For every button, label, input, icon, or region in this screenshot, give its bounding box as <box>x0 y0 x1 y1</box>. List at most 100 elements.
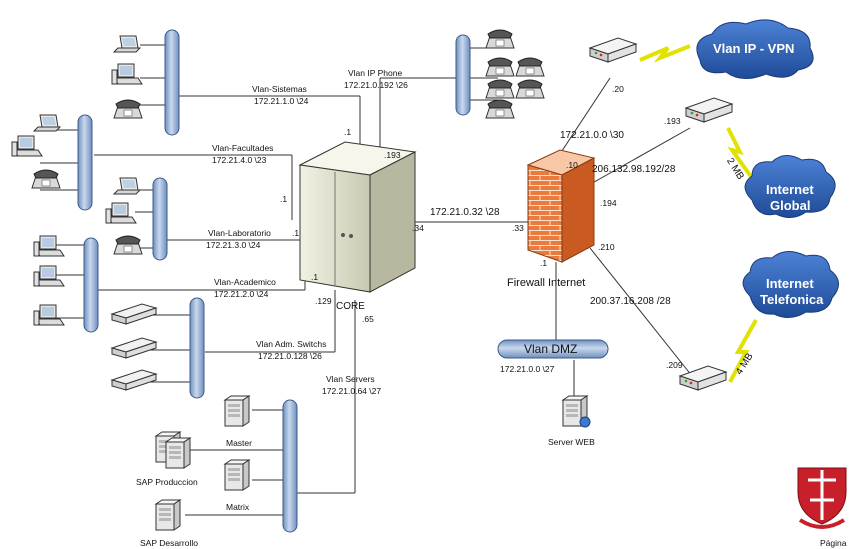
lightning-vpn-icon <box>639 44 691 63</box>
desktop-icon <box>33 304 65 326</box>
server-sap-desarrollo: SAP Desarrollo <box>140 499 198 548</box>
vlan-academico-subnet: 172.21.2.0 \24 <box>214 289 269 299</box>
phone-icon <box>485 79 515 99</box>
fw-telefonica-if: .210 <box>598 242 615 252</box>
firewall-label: Firewall Internet <box>507 277 585 289</box>
cloud-global-line1: Internet <box>766 182 814 197</box>
vlan-sistemas-subnet: 172.21.1.0 \24 <box>254 96 309 106</box>
facultades-bus <box>77 114 93 211</box>
fw-global-if: .194 <box>600 198 617 208</box>
cloud-telefonica-line1: Internet <box>766 276 814 291</box>
wan-global-subnet: 206.132.98.192/28 <box>592 164 676 175</box>
phone-icon <box>515 57 545 77</box>
server-master: Master <box>224 395 252 448</box>
server-icon <box>155 499 181 531</box>
wan-telefonica-subnet: 200.37.16.208 /28 <box>590 296 671 307</box>
sistemas-bus <box>164 29 180 136</box>
core-switch: CORE <box>298 141 417 312</box>
laptop-icon <box>33 114 61 132</box>
academico-devices <box>33 235 65 326</box>
wan-telefonica-router-if: .209 <box>666 360 683 370</box>
page-footer: Página <box>820 538 847 548</box>
phone-icon <box>113 235 143 255</box>
servers-bus <box>282 399 298 533</box>
vlan-academico-name: Vlan-Academico <box>214 277 276 287</box>
vlan-sistemas-if: .1 <box>344 127 351 137</box>
core-label: CORE <box>336 301 365 312</box>
wan-telefonica-bandwidth: 4 MB <box>734 351 756 377</box>
lightning-telefonica-icon <box>728 319 758 383</box>
laboratorio-bus <box>152 177 168 261</box>
globe-icon <box>579 416 591 428</box>
vlan-laboratorio-name: Vlan-Laboratorio <box>208 228 271 238</box>
facultades-devices <box>11 114 61 189</box>
dmz-bus-label: Vlan DMZ <box>524 342 577 356</box>
switch-icon <box>111 337 157 359</box>
fw-core-if: .33 <box>512 223 524 233</box>
fw-vpn-if: .10 <box>566 160 578 170</box>
phone-icon <box>485 29 515 49</box>
lightning-global-icon <box>726 127 754 180</box>
phone-icon <box>113 99 143 119</box>
vlan-sistemas-name: Vlan-Sistemas <box>252 84 307 94</box>
laptop-icon <box>113 35 141 53</box>
wan-vpn-router-if: .20 <box>612 84 624 94</box>
server-web-label: Server WEB <box>548 437 595 447</box>
vlan-ipphone-subnet: 172.21.0.192 \26 <box>344 80 408 90</box>
core-fw-subnet: 172.21.0.32 \28 <box>430 207 500 218</box>
server-icon <box>165 437 191 469</box>
desktop-icon <box>105 202 137 224</box>
vlan-laboratorio-if: .1 <box>292 228 299 238</box>
server-matrix: Matrix <box>224 459 250 512</box>
vlan-facultades-name: Vlan-Facultades <box>212 143 273 153</box>
server-icon <box>224 459 250 491</box>
cloud-vpn-label: Vlan IP - VPN <box>713 41 794 56</box>
cloud-global: Internet Global <box>744 155 836 218</box>
cloud-telefonica-line2: Telefonica <box>760 292 824 307</box>
server-sap-produccion-label: SAP Produccion <box>136 477 198 487</box>
academico-bus <box>83 237 99 333</box>
cloud-telefonica: Internet Telefonica <box>742 251 839 318</box>
vlan-ipphone-name: Vlan IP Phone <box>348 68 402 78</box>
firewall: Firewall Internet <box>507 149 596 289</box>
vlan-dmz-subnet: 172.21.0.0 \27 <box>500 364 555 374</box>
desktop-icon <box>33 235 65 257</box>
server-matrix-label: Matrix <box>226 502 250 512</box>
phone-icon <box>31 169 61 189</box>
phone-icon <box>485 57 515 77</box>
laptop-icon <box>113 177 141 195</box>
desktop-icon <box>33 265 65 287</box>
switch-icon <box>111 369 157 391</box>
dmz-bus: Vlan DMZ <box>497 339 609 359</box>
phone-icon <box>515 79 545 99</box>
router-global <box>685 97 733 123</box>
server-icon <box>224 395 250 427</box>
server-sap-desarrollo-label: SAP Desarrollo <box>140 538 198 548</box>
server-master-label: Master <box>226 438 252 448</box>
university-seal-logo <box>797 467 847 529</box>
switch-devices <box>111 303 157 391</box>
vlan-switchs-subnet: 172.21.0.128 \26 <box>258 351 322 361</box>
fw-dmz-if: .1 <box>540 258 547 268</box>
desktop-icon <box>111 63 143 85</box>
vlan-facultades-subnet: 172.21.4.0 \23 <box>212 155 267 165</box>
switch-icon <box>111 303 157 325</box>
vlan-servers-if: .65 <box>362 314 374 324</box>
wan-global-bandwidth: 2 MB <box>724 156 746 182</box>
wan-global-router-if: .193 <box>664 116 681 126</box>
vlan-academico-if: .1 <box>311 272 318 282</box>
cloud-vpn: Vlan IP - VPN <box>696 19 814 79</box>
switchs-bus <box>189 297 205 399</box>
core-link-if: .34 <box>412 223 424 233</box>
cloud-global-line2: Global <box>770 198 810 213</box>
laboratorio-devices <box>105 177 143 255</box>
vlan-laboratorio-subnet: 172.21.3.0 \24 <box>206 240 261 250</box>
vlan-servers-name: Vlan Servers <box>326 374 375 384</box>
server-sap-produccion: SAP Produccion <box>136 431 198 487</box>
ipphone-devices <box>485 29 545 119</box>
vlan-facultades-if: .1 <box>280 194 287 204</box>
phone-icon <box>485 99 515 119</box>
vlan-ipphone-if: .193 <box>384 150 401 160</box>
vlan-switchs-name: Vlan Adm. Switchs <box>256 339 326 349</box>
